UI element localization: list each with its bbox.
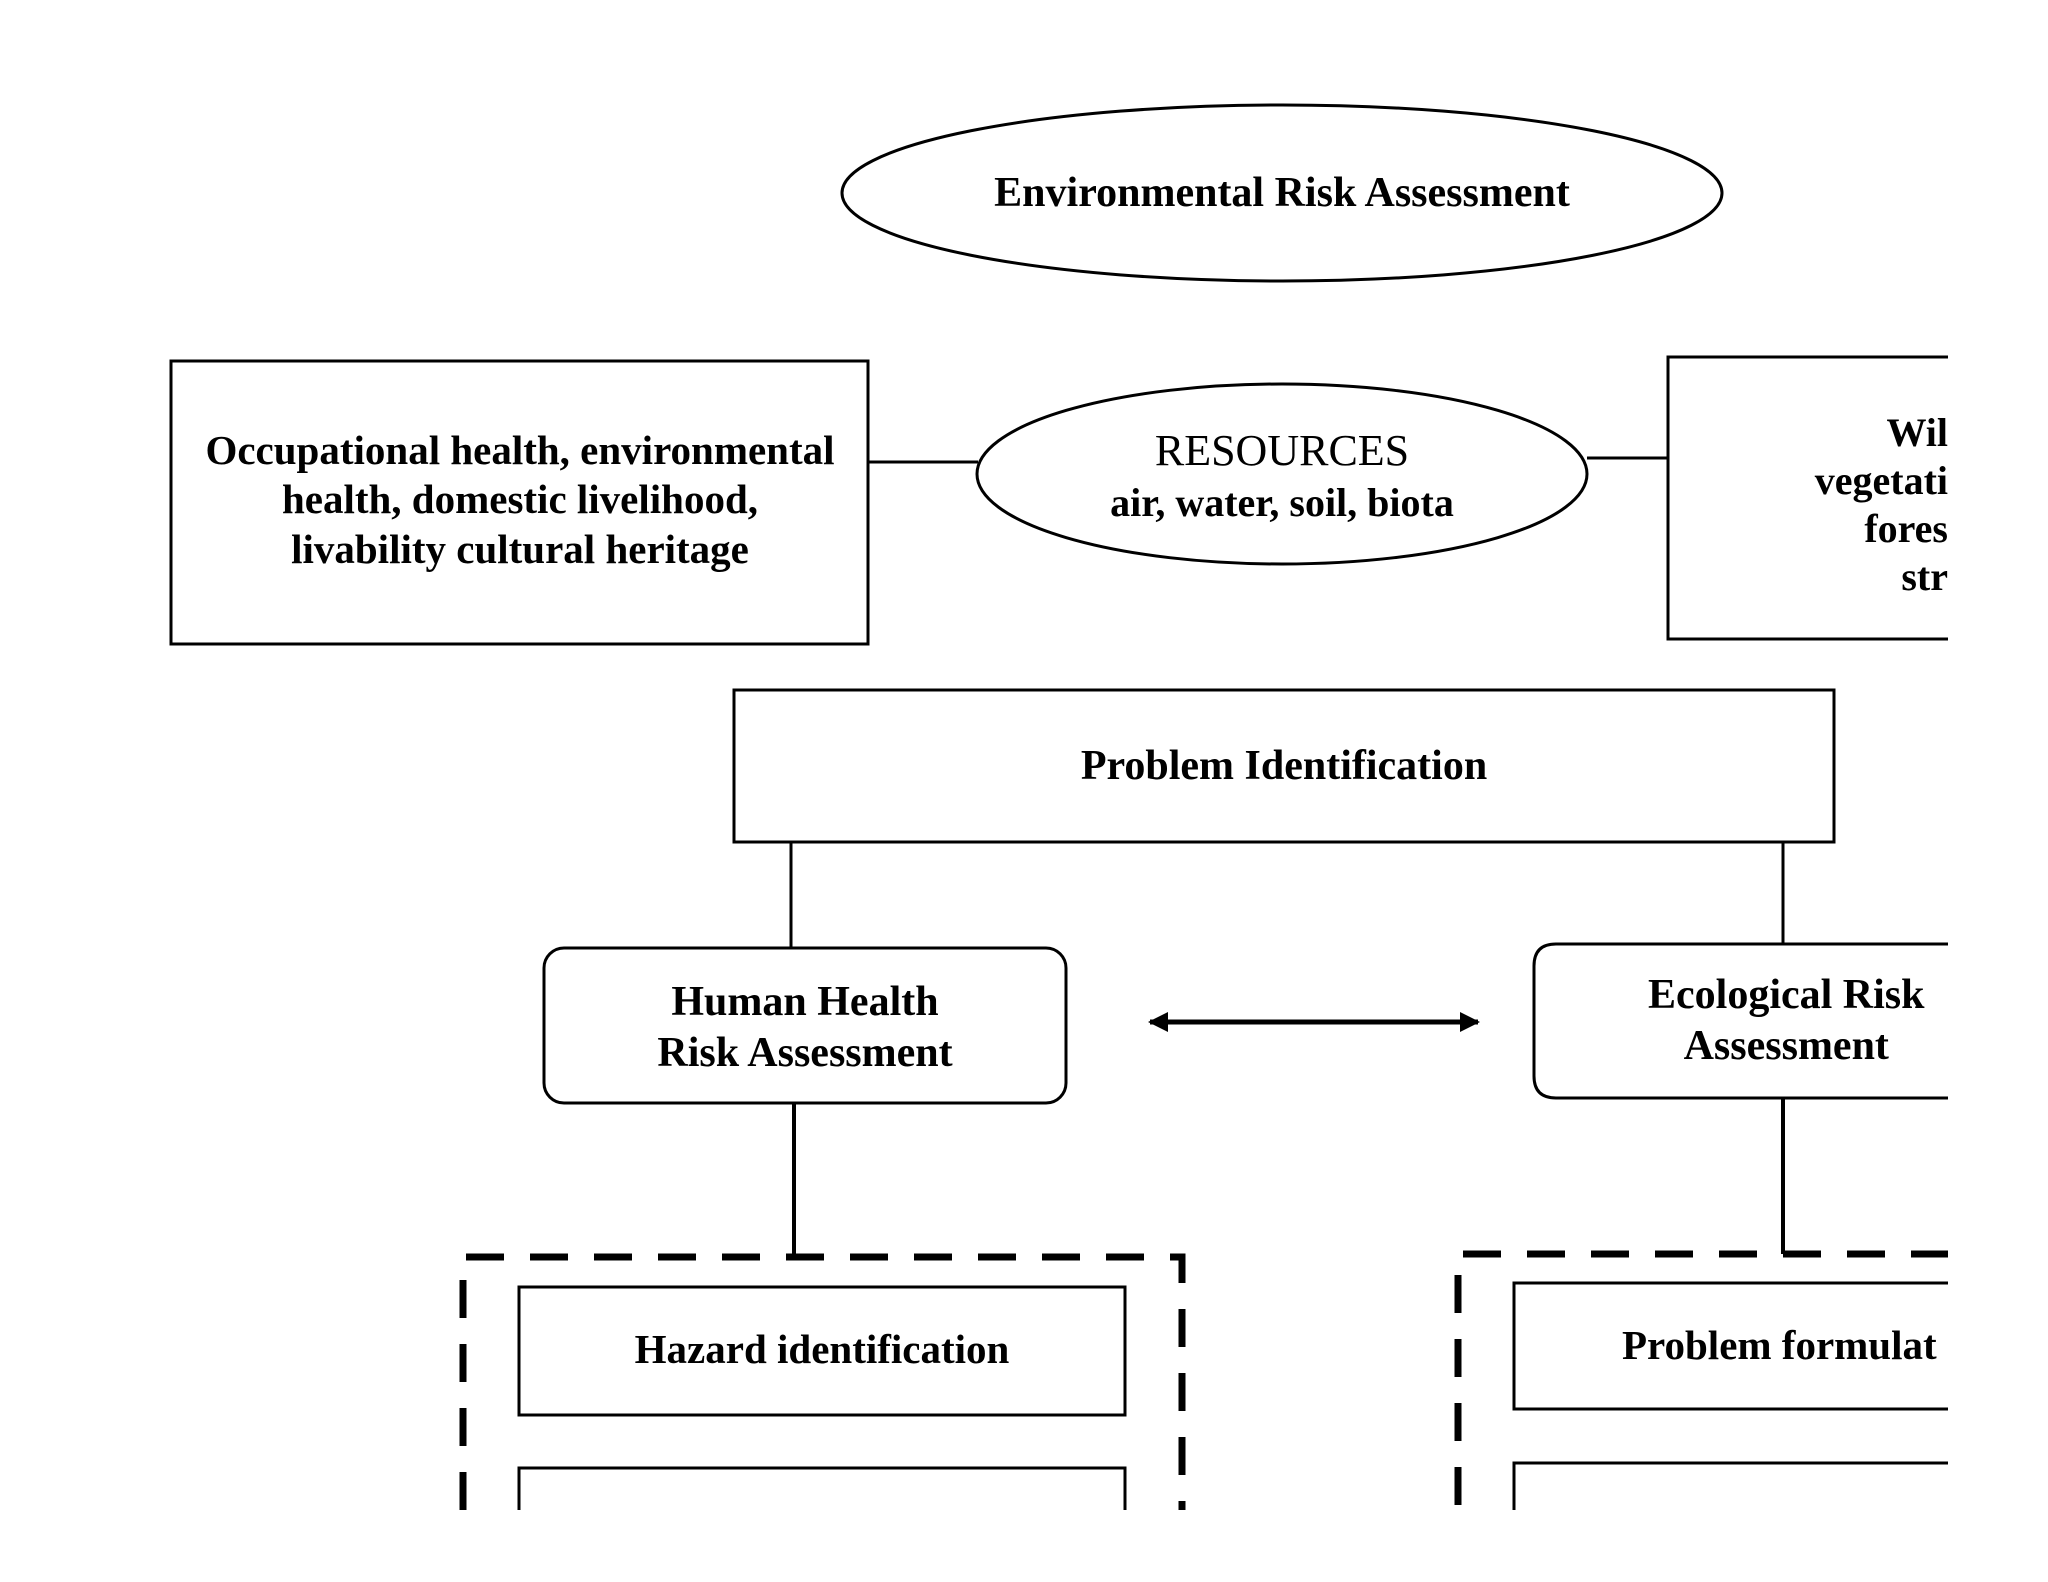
problem-identification-label: Problem Identification (1080, 742, 1488, 789)
problem-identification-box (732, 688, 1836, 844)
problem-formulation-box (1512, 1281, 1948, 1411)
ecological-risk-label: Ecological Risk Assessment (1648, 972, 1925, 1069)
ecological-dashed-group (1454, 1250, 1948, 1505)
hazard-identification-box (517, 1285, 1127, 1417)
ecological-next-step-box (1512, 1461, 1948, 1510)
problem-formulation-label: Problem formulat (1622, 1322, 1937, 1369)
resources-title: RESOURCES (1154, 425, 1410, 475)
left-receptor-box (169, 359, 870, 646)
hazard-identification-label: Hazard identification (634, 1326, 1010, 1373)
environmental-risk-label: Environmental Risk Assessment (994, 169, 1570, 216)
human-next-step-box (517, 1466, 1127, 1510)
right-receptor-label: Wil vegetati fores str (1814, 410, 1948, 599)
human-health-label: Human Health Risk Assessment (657, 979, 953, 1076)
left-receptor-label: Occupational health, environmental healt… (205, 427, 835, 572)
environmental-risk-ellipse (840, 103, 1724, 283)
right-receptor-box (1666, 355, 1948, 641)
resources-list: air, water, soil, biota (1110, 480, 1454, 525)
human-health-box (542, 946, 1068, 1105)
ecological-risk-box (1532, 942, 1948, 1100)
resources-ellipse (975, 382, 1589, 566)
human-dashed-group (459, 1253, 1186, 1510)
